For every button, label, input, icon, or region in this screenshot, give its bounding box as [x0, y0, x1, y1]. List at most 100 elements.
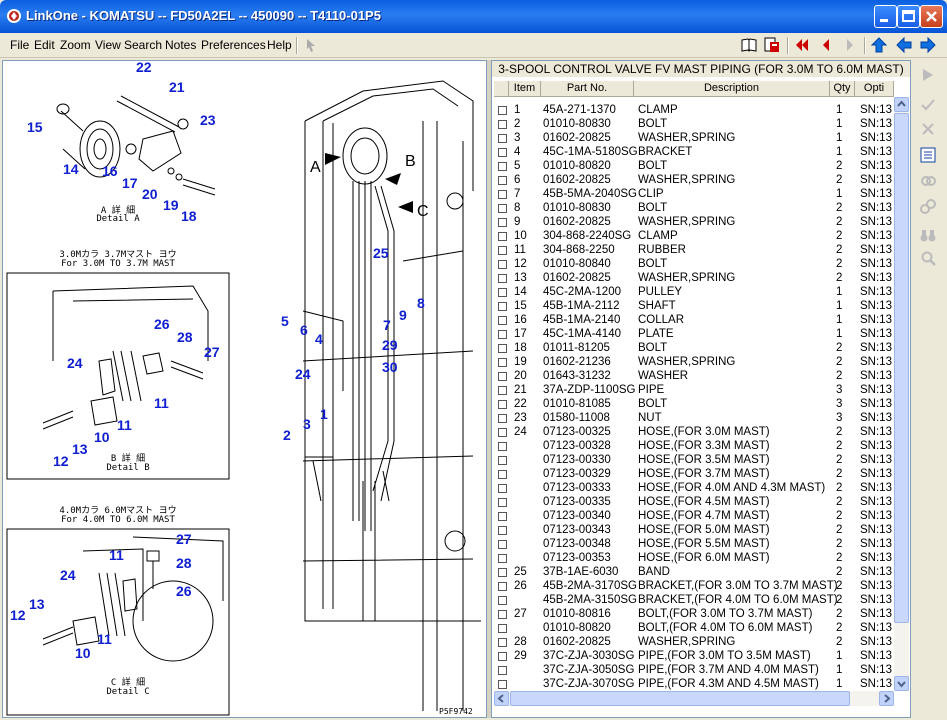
row-checkbox[interactable] [498, 554, 507, 563]
row-checkbox[interactable] [498, 246, 507, 255]
callout-29[interactable]: 29 [382, 337, 398, 353]
row-checkbox[interactable] [498, 344, 507, 353]
callout-5[interactable]: 5 [281, 313, 289, 329]
row-checkbox[interactable] [498, 610, 507, 619]
row-checkbox[interactable] [498, 456, 507, 465]
list-icon[interactable] [919, 146, 937, 164]
row-checkbox[interactable] [498, 666, 507, 675]
row-checkbox[interactable] [498, 568, 507, 577]
callout-16[interactable]: 16 [102, 163, 118, 179]
row-checkbox[interactable] [498, 120, 507, 129]
header-options[interactable]: Opti [855, 81, 894, 97]
row-checkbox[interactable] [498, 386, 507, 395]
menu-zoom[interactable]: Zoom [60, 38, 91, 52]
callout-25[interactable]: 25 [373, 245, 389, 261]
play-icon[interactable] [919, 66, 937, 84]
callout-23[interactable]: 23 [200, 112, 216, 128]
callout-1[interactable]: 1 [320, 406, 328, 422]
unlink-icon[interactable] [919, 198, 937, 216]
row-checkbox[interactable] [498, 414, 507, 423]
horizontal-scrollbar[interactable] [494, 691, 894, 706]
row-checkbox[interactable] [498, 400, 507, 409]
row-checkbox[interactable] [498, 148, 507, 157]
first-page-icon[interactable] [793, 36, 811, 54]
menu-help[interactable]: Help [267, 38, 292, 52]
callout-11[interactable]: 11 [154, 395, 169, 411]
callout-22[interactable]: 22 [136, 59, 152, 75]
drawing-pane[interactable]: 22 21 15 23 14 16 17 20 19 18 A 詳 細 Deta… [2, 59, 487, 718]
row-checkbox[interactable] [498, 134, 507, 143]
callout-4[interactable]: 4 [315, 331, 323, 347]
row-checkbox[interactable] [498, 358, 507, 367]
header-description[interactable]: Description [634, 81, 830, 97]
row-checkbox[interactable] [498, 526, 507, 535]
row-checkbox[interactable] [498, 106, 507, 115]
menu-preferences[interactable]: Preferences [201, 38, 266, 52]
row-checkbox[interactable] [498, 442, 507, 451]
book-icon[interactable] [740, 36, 758, 54]
header-qty[interactable]: Qty [830, 81, 855, 97]
callout-11[interactable]: 11 [97, 631, 112, 647]
callout-11[interactable]: 11 [117, 417, 132, 433]
back-icon[interactable] [895, 36, 913, 54]
callout-28[interactable]: 28 [177, 329, 193, 345]
scroll-up-button[interactable] [894, 97, 909, 112]
row-checkbox[interactable] [498, 484, 507, 493]
callout-13[interactable]: 13 [72, 441, 88, 457]
row-checkbox[interactable] [498, 162, 507, 171]
callout-21[interactable]: 21 [169, 79, 185, 95]
row-checkbox[interactable] [498, 540, 507, 549]
row-checkbox[interactable] [498, 680, 507, 689]
callout-7[interactable]: 7 [383, 317, 391, 333]
find-icon[interactable] [919, 250, 937, 268]
horizontal-scroll-thumb[interactable] [510, 691, 850, 706]
callout-18[interactable]: 18 [181, 208, 197, 224]
callout-24[interactable]: 24 [60, 567, 76, 583]
row-checkbox[interactable] [498, 232, 507, 241]
callout-10[interactable]: 10 [75, 645, 91, 661]
minimize-button[interactable] [874, 5, 897, 28]
menu-search[interactable]: Search [124, 38, 163, 52]
row-checkbox[interactable] [498, 428, 507, 437]
row-checkbox[interactable] [498, 288, 507, 297]
row-checkbox[interactable] [498, 204, 507, 213]
scroll-right-button[interactable] [879, 691, 894, 706]
check-icon[interactable] [919, 96, 937, 114]
binoculars-icon[interactable] [919, 226, 937, 244]
callout-26[interactable]: 26 [154, 316, 170, 332]
callout-13[interactable]: 13 [29, 596, 45, 612]
callout-10[interactable]: 10 [94, 429, 110, 445]
pdf-icon[interactable] [763, 36, 781, 54]
forward-icon[interactable] [919, 36, 937, 54]
row-checkbox[interactable] [498, 372, 507, 381]
